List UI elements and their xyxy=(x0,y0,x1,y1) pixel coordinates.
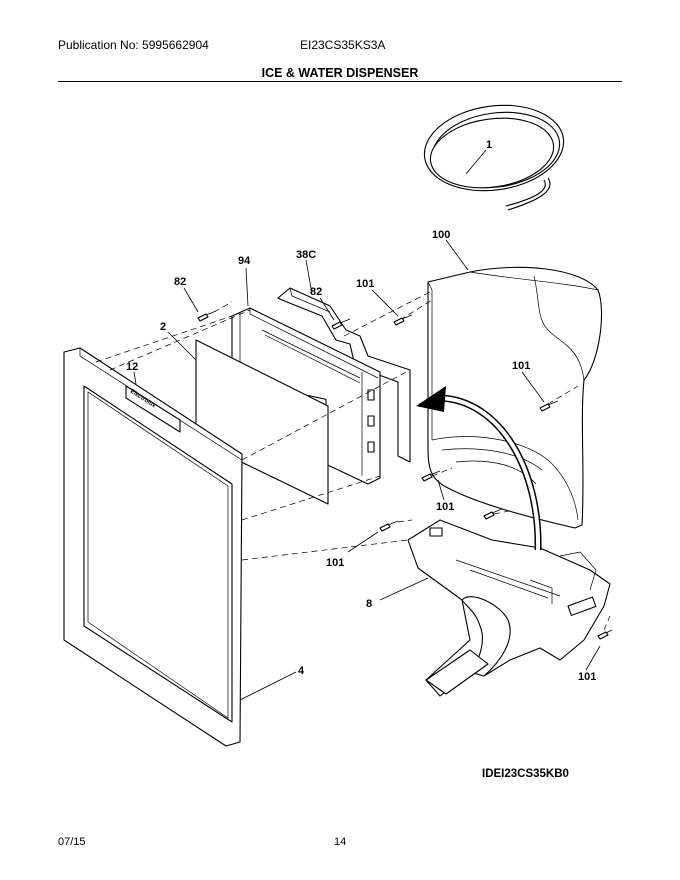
callout-101-bottom: 101 xyxy=(578,671,596,683)
assembly-arrow xyxy=(416,386,542,551)
screw-101-right xyxy=(539,400,559,412)
screw-82-left xyxy=(197,310,217,322)
callout-82-mid: 82 xyxy=(310,286,322,298)
dispenser-frame xyxy=(63,347,243,747)
callout-101-dispenser: 101 xyxy=(326,557,344,569)
screw-101-bottom xyxy=(597,629,613,640)
control-board-cover xyxy=(277,287,411,463)
page-number: 14 xyxy=(334,836,347,848)
frame-logo-badge xyxy=(125,385,181,433)
revision-date: 07/15 xyxy=(58,836,86,848)
callout-100: 100 xyxy=(432,229,450,241)
callout-8: 8 xyxy=(366,598,372,610)
screw-101-top xyxy=(393,314,413,326)
leader-lines xyxy=(133,149,601,701)
label-sheet xyxy=(195,339,329,505)
callout-2: 2 xyxy=(160,321,166,333)
publication-number: Publication No: 5995662904 xyxy=(58,38,209,52)
callout-101-right: 101 xyxy=(512,360,530,372)
screws xyxy=(197,310,613,640)
screw-101-dispenser xyxy=(379,520,399,532)
dispenser-assembly xyxy=(407,519,611,697)
screw-101-mid xyxy=(483,508,503,520)
callout-4: 4 xyxy=(298,665,305,677)
callout-38c: 38C xyxy=(296,249,316,261)
screw-82-mid xyxy=(331,318,351,330)
diagram-code: IDEI23CS35KB0 xyxy=(482,768,569,780)
callout-82-left: 82 xyxy=(174,276,186,288)
screw-101-low xyxy=(421,470,441,482)
header-rule xyxy=(58,81,622,82)
model-number: EI23CS35KS3A xyxy=(300,38,386,52)
page-title: ICE & WATER DISPENSER xyxy=(261,66,419,80)
callout-12: 12 xyxy=(126,361,138,373)
callout-94: 94 xyxy=(238,255,251,267)
tube-coil xyxy=(423,104,565,211)
callout-101-top: 101 xyxy=(356,278,374,290)
callout-101-low: 101 xyxy=(436,501,454,513)
alignment-lines xyxy=(95,291,611,631)
callout-1: 1 xyxy=(486,139,492,151)
